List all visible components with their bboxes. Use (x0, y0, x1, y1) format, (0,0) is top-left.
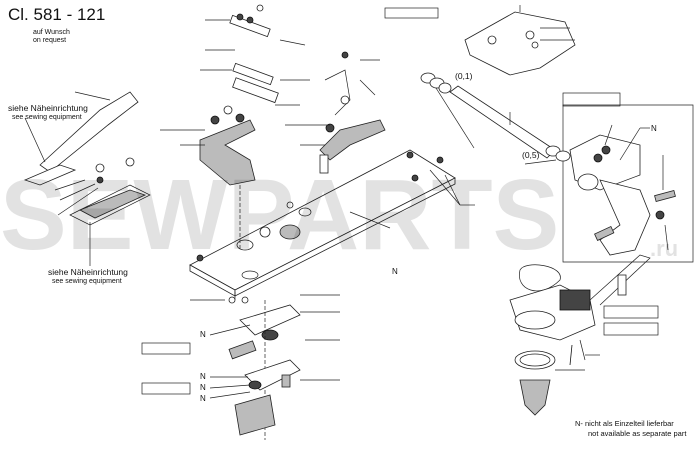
reference-de: siehe Näheinrichtung (8, 103, 88, 113)
detail-frame (562, 104, 694, 263)
note-en: on request (33, 37, 67, 44)
hook-assembly (509, 254, 651, 416)
n-marker: N (200, 330, 206, 339)
reference-en: see sewing equipment (12, 114, 82, 121)
bed-plate (189, 149, 475, 300)
footnote-en: not available as separate part (588, 429, 687, 438)
cover-plate (464, 5, 576, 76)
crank (569, 124, 676, 256)
shim-label: (0,5) (522, 150, 540, 160)
watermark: SEWPARTS (0, 159, 560, 271)
label-box (384, 7, 439, 19)
label-box (603, 305, 659, 319)
n-marker: N (200, 383, 206, 392)
shim-label: (0,1) (455, 71, 473, 81)
reference-en: see sewing equipment (52, 278, 122, 285)
arm-shaft (420, 72, 571, 165)
reference-de: siehe Näheinrichtung (48, 267, 128, 277)
note-de: auf Wunsch (33, 29, 70, 36)
n-marker: N (392, 267, 398, 276)
feed-bar-parts (160, 4, 310, 250)
thread-guide-parts (285, 51, 386, 174)
lower-linkage (190, 294, 340, 440)
label-box (141, 382, 191, 395)
footnote-de: N- nicht als Einzelteil lieferbar (575, 419, 674, 428)
page-title: Cl. 581 - 121 (8, 5, 106, 24)
n-marker: N (651, 124, 657, 133)
n-marker: N (200, 372, 206, 381)
label-box (603, 322, 659, 336)
n-marker: N (200, 394, 206, 403)
label-box (562, 92, 621, 107)
label-box (141, 342, 191, 355)
presser-assembly (23, 91, 151, 266)
watermark-suffix: .ru (650, 236, 679, 261)
